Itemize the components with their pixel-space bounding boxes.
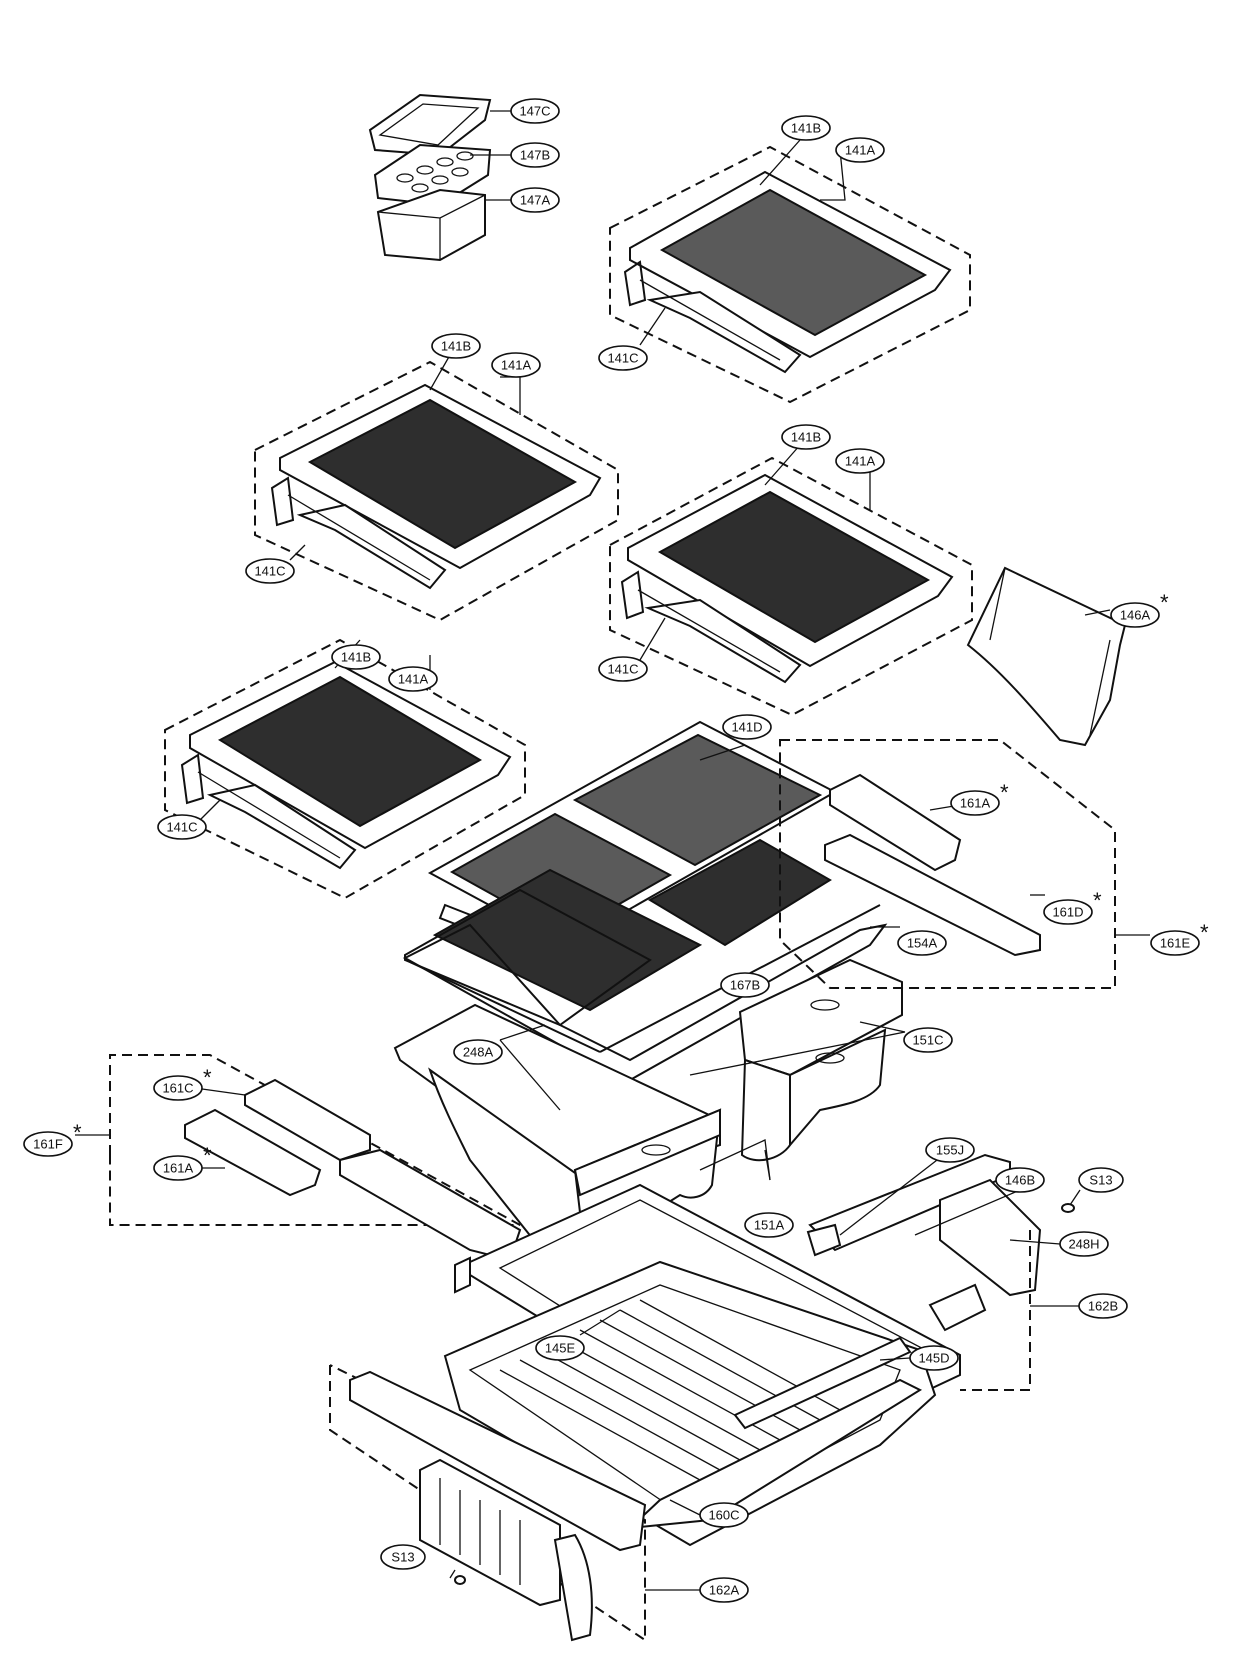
callout-147b: 147B [510,142,560,168]
callout-145e: 145E [535,1335,585,1361]
svg-text:141B: 141B [791,121,821,136]
callout-161a-2: 161A * [153,1143,212,1181]
callout-146a: 146A * [1110,590,1169,628]
callout-162b: 162B [1078,1293,1128,1319]
callout-248h: 248H [1059,1231,1109,1257]
svg-text:141C: 141C [254,564,285,579]
svg-text:248H: 248H [1068,1237,1099,1252]
callout-141c-3: 141C [598,656,648,682]
callout-248a: 248A [453,1039,503,1065]
rail-group-162b [960,1230,1031,1391]
svg-text:*: * [1160,590,1169,615]
svg-text:141B: 141B [341,650,371,665]
svg-text:*: * [1000,780,1009,805]
svg-text:161E: 161E [1160,936,1191,951]
svg-text:162B: 162B [1088,1299,1118,1314]
rail-group-left [109,1054,522,1262]
callout-162a: 162A [699,1577,749,1603]
svg-text:*: * [1200,920,1209,945]
svg-text:141D: 141D [731,720,762,735]
svg-text:147A: 147A [520,193,551,208]
svg-text:161A: 161A [163,1161,194,1176]
svg-text:S13: S13 [1089,1173,1112,1188]
svg-text:141C: 141C [607,662,638,677]
svg-text:145D: 145D [918,1351,949,1366]
svg-text:141B: 141B [441,339,471,354]
svg-text:160C: 160C [708,1508,739,1523]
bottom-tray [443,1260,937,1547]
callout-141a-1: 141A [835,137,885,163]
svg-text:162A: 162A [709,1583,740,1598]
svg-text:*: * [203,1065,212,1090]
svg-text:141B: 141B [791,430,821,445]
svg-text:147C: 147C [519,104,550,119]
shelf-2 [254,360,619,622]
svg-text:151C: 151C [912,1033,943,1048]
svg-text:167B: 167B [730,978,760,993]
callout-151c: 151C [903,1027,953,1053]
callout-167b: 167B [720,972,770,998]
door-bin [966,566,1127,747]
svg-text:147B: 147B [520,148,550,163]
shelf-3 [609,456,973,717]
callout-141a-3: 141A [835,448,885,474]
svg-text:155J: 155J [936,1143,964,1158]
svg-text:141A: 141A [398,672,429,687]
svg-text:141A: 141A [501,358,532,373]
svg-text:145E: 145E [545,1341,576,1356]
callout-146b: 146B [995,1167,1045,1193]
callout-141b-3: 141B [781,424,831,450]
callout-161c: 161C * [153,1065,212,1101]
svg-text:*: * [73,1120,82,1145]
callout-141a-4: 141A [388,666,438,692]
callout-141a-2: 141A [491,352,541,378]
front-panel-group [329,1364,647,1642]
svg-text:161C: 161C [162,1081,193,1096]
callout-141c-2: 141C [245,558,295,584]
svg-text:161D: 161D [1052,905,1083,920]
svg-text:151A: 151A [754,1218,785,1233]
cover-rail [806,1153,1075,1332]
crisper-cover [404,720,838,1027]
svg-text:161A: 161A [960,796,991,811]
callout-161f: 161F * [23,1120,82,1157]
svg-text:154A: 154A [907,936,938,951]
svg-text:141C: 141C [607,351,638,366]
callout-160c: 160C [699,1502,749,1528]
svg-text:146B: 146B [1005,1173,1035,1188]
egg-tray-assembly [368,93,492,262]
callout-161d: 161D * [1043,888,1102,925]
shelf-1 [609,145,971,404]
callout-145d: 145D [909,1345,959,1371]
callout-161e: 161E * [1150,920,1209,956]
svg-text:141C: 141C [166,820,197,835]
svg-text:146A: 146A [1120,608,1151,623]
callout-141b-1: 141B [781,115,831,141]
callout-s13-1: S13 [1078,1167,1124,1193]
callout-141b-2: 141B [431,333,481,359]
svg-text:S13: S13 [391,1550,414,1565]
callout-151a: 151A [744,1212,794,1238]
callout-155j: 155J [925,1137,975,1163]
callout-147c: 147C [510,98,560,124]
callout-141c-4: 141C [157,814,207,840]
callout-154a: 154A [897,930,947,956]
callout-161a-1: 161A * [950,780,1009,816]
svg-text:141A: 141A [845,454,876,469]
svg-text:248A: 248A [463,1045,494,1060]
callout-141b-4: 141B [331,644,381,670]
svg-text:*: * [203,1143,212,1168]
callout-147a: 147A [510,187,560,213]
svg-text:141A: 141A [845,143,876,158]
callout-s13-2: S13 [380,1544,426,1570]
svg-text:161F: 161F [33,1137,63,1152]
rail-group-right [779,739,1116,989]
svg-text:*: * [1093,888,1102,913]
callout-141c-1: 141C [598,345,648,371]
callout-141d: 141D [722,714,772,740]
